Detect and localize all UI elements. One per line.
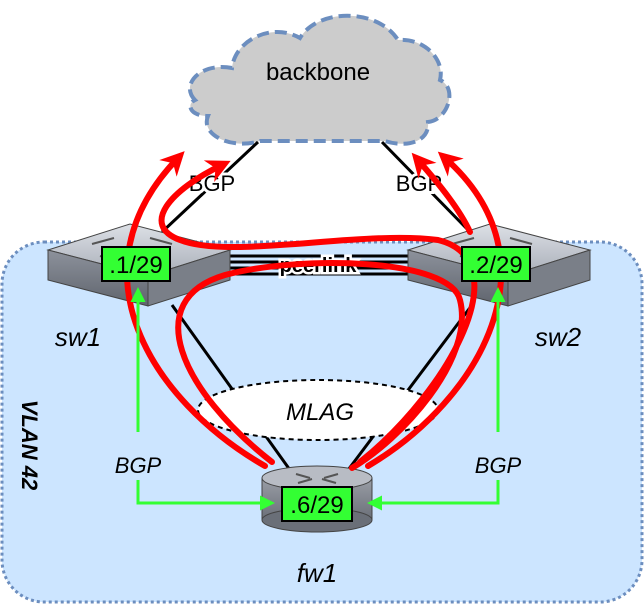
path-sw2-backbone	[411, 152, 473, 235]
backbone-label: backbone	[266, 59, 370, 86]
vlan-label: VLAN 42	[17, 400, 42, 491]
bgp-label-fw1-sw2: BGP	[475, 453, 522, 478]
path-fw1-right-outer	[365, 151, 504, 469]
backbone-uplinks	[160, 140, 472, 234]
fw1-address-badge: .6/29	[281, 486, 353, 522]
fw1-address: .6/29	[290, 492, 343, 519]
sw2-address-badge: .2/29	[461, 246, 531, 282]
sw1-address-badge: .1/29	[101, 246, 171, 282]
mlag-label: MLAG	[286, 399, 354, 426]
fw1-name: fw1	[297, 558, 337, 588]
path-fw1-right-inner	[158, 160, 478, 465]
bgp-session-sw2-horizontal	[367, 480, 500, 511]
bgp-session-sw1-horizontal	[136, 480, 275, 511]
bgp-label-sw1-backbone: BGP	[189, 171, 235, 196]
sw2-name: sw2	[535, 322, 582, 352]
path-fw1-left-inner	[175, 260, 465, 471]
traffic-paths	[124, 151, 504, 471]
fw-downlinks	[170, 304, 474, 471]
sw2-address: .2/29	[469, 252, 522, 279]
backbone-cloud: backbone	[188, 13, 452, 146]
sw1-name: sw1	[55, 322, 101, 352]
bgp-label-fw1-sw1: BGP	[115, 453, 162, 478]
sw1-address: .1/29	[109, 252, 162, 279]
bgp-sessions-fw1	[130, 287, 506, 511]
